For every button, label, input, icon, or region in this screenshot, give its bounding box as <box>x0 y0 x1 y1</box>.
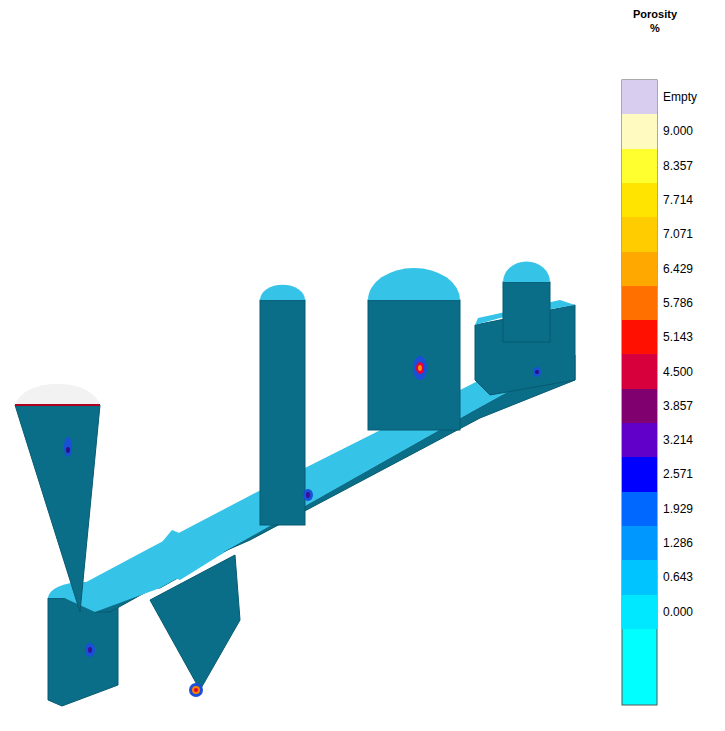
legend-value: 2.571 <box>663 467 693 481</box>
legend-swatch <box>622 80 657 115</box>
legend-swatch <box>622 149 657 184</box>
legend-title: Porosity <box>633 8 677 20</box>
color-bar-frame <box>622 80 657 705</box>
legend-swatch <box>622 183 657 218</box>
legend-swatch <box>622 423 657 458</box>
legend-swatch <box>622 252 657 287</box>
legend-swatch <box>622 114 657 149</box>
legend-swatch <box>622 492 657 527</box>
legend-swatch <box>622 354 657 389</box>
legend-value: 9.000 <box>663 124 693 138</box>
legend-unit: % <box>650 22 660 34</box>
legend-swatch <box>622 217 657 252</box>
legend-value: 0.000 <box>663 605 693 619</box>
legend-swatch <box>622 286 657 321</box>
legend-swatch <box>622 457 657 492</box>
legend-value: 3.857 <box>663 399 693 413</box>
legend-value: 8.357 <box>663 159 693 173</box>
legend-swatch <box>622 560 657 595</box>
legend-value: Empty <box>663 90 697 104</box>
legend-swatch <box>622 389 657 424</box>
legend-value: 0.643 <box>663 570 693 584</box>
legend-value: 7.714 <box>663 193 693 207</box>
color-bar-tail <box>622 629 657 705</box>
legend-value: 1.929 <box>663 502 693 516</box>
legend-swatch <box>622 526 657 561</box>
legend-value: 1.286 <box>663 536 693 550</box>
legend-value: 3.214 <box>663 433 693 447</box>
legend-value: 6.429 <box>663 262 693 276</box>
legend-swatch <box>622 595 657 630</box>
legend-value: 5.786 <box>663 296 693 310</box>
legend-value: 4.500 <box>663 365 693 379</box>
legend-swatch <box>622 320 657 355</box>
legend-value: 7.071 <box>663 227 693 241</box>
legend-value: 5.143 <box>663 330 693 344</box>
